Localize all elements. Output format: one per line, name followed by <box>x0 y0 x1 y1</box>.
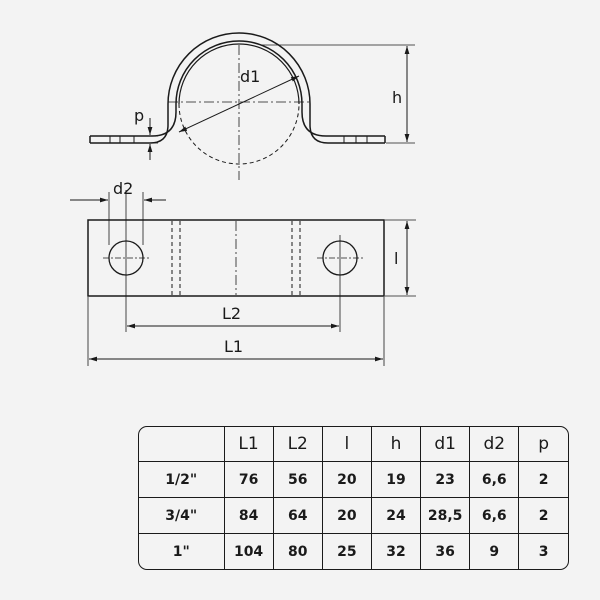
value-cell: 56 <box>272 460 323 499</box>
value-cell: 2 <box>518 497 568 535</box>
label-h: h <box>392 88 402 107</box>
label-L2: L2 <box>222 304 241 323</box>
value-cell: 64 <box>272 497 323 535</box>
clamp-strap-inner <box>90 40 385 137</box>
header-cell: d2 <box>469 427 520 462</box>
top-view <box>70 190 416 366</box>
table-header-row: L1 L2 l h d1 d2 p <box>139 427 568 462</box>
table-row: 1" 104 80 25 32 36 9 3 <box>139 533 568 569</box>
size-cell: 3/4" <box>139 497 225 535</box>
value-cell: 28,5 <box>420 497 471 535</box>
header-cell: p <box>518 427 568 462</box>
value-cell: 19 <box>370 460 422 499</box>
spec-table-container: L1 L2 l h d1 d2 p 1/2" 76 56 20 19 23 6,… <box>138 426 569 570</box>
value-cell: 84 <box>223 497 274 535</box>
header-cell: L2 <box>272 427 323 462</box>
header-cell: l <box>321 427 372 462</box>
header-cell: d1 <box>420 427 471 462</box>
value-cell: 25 <box>321 533 372 569</box>
size-cell: 1" <box>139 533 225 569</box>
label-d2: d2 <box>113 179 133 198</box>
value-cell: 3 <box>518 533 568 569</box>
value-cell: 32 <box>370 533 422 569</box>
value-cell: 24 <box>370 497 422 535</box>
plate-outline <box>87 219 385 297</box>
label-l: l <box>394 249 398 268</box>
spec-table: L1 L2 l h d1 d2 p 1/2" 76 56 20 19 23 6,… <box>139 427 568 569</box>
pipe-outline-bottom-hidden <box>178 103 300 165</box>
value-cell: 6,6 <box>469 497 520 535</box>
value-cell: 9 <box>469 533 520 569</box>
header-cell: L1 <box>223 427 274 462</box>
value-cell: 36 <box>420 533 471 569</box>
label-L1: L1 <box>224 337 243 356</box>
d1-dimension-line <box>178 75 300 133</box>
value-cell: 80 <box>272 533 323 569</box>
value-cell: 20 <box>321 460 372 499</box>
header-cell <box>139 427 225 462</box>
value-cell: 104 <box>223 533 274 569</box>
label-p: p <box>134 106 144 125</box>
clamp-strap-outer <box>90 32 385 144</box>
side-view <box>89 32 415 180</box>
table-row: 1/2" 76 56 20 19 23 6,6 2 <box>139 460 568 499</box>
value-cell: 76 <box>223 460 274 499</box>
label-d1: d1 <box>240 67 260 86</box>
value-cell: 23 <box>420 460 471 499</box>
value-cell: 6,6 <box>469 460 520 499</box>
value-cell: 20 <box>321 497 372 535</box>
value-cell: 2 <box>518 460 568 499</box>
size-cell: 1/2" <box>139 460 225 499</box>
header-cell: h <box>370 427 422 462</box>
table-row: 3/4" 84 64 20 24 28,5 6,6 2 <box>139 497 568 535</box>
